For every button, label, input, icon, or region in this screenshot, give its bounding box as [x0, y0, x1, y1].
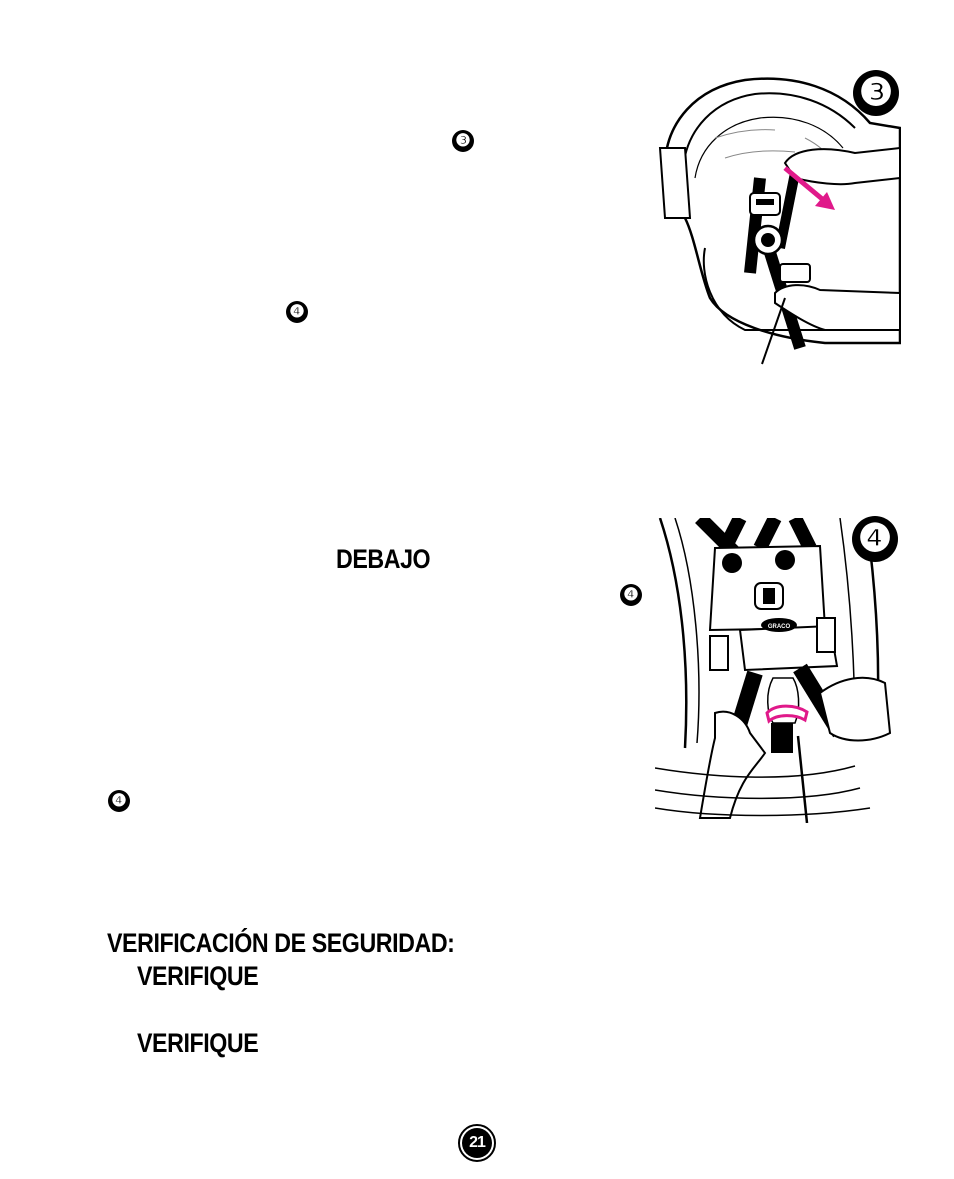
- page-number-badge: 21: [458, 1124, 496, 1162]
- step-4-marker: ❹: [286, 301, 308, 323]
- verify-heading-1: VERIFIQUE: [137, 961, 259, 991]
- step-4-marker-bottom: ❹: [108, 790, 130, 812]
- figure-4-badge: ❹: [852, 516, 898, 562]
- verify-heading-2: VERIFIQUE: [137, 1028, 259, 1058]
- debajo-heading: DEBAJO: [336, 544, 431, 574]
- page-number: 21: [462, 1128, 492, 1158]
- figure-3-badge: ❸: [853, 70, 899, 116]
- step-4-marker-figure-ref: ❹: [620, 584, 642, 606]
- figure-4-illustration: GRACO: [655, 518, 895, 823]
- safety-check-heading: VERIFICACIÓN DE SEGURIDAD:: [107, 928, 455, 958]
- figure-3-illustration: [655, 68, 901, 368]
- graco-logo-text: GRACO: [768, 624, 791, 630]
- step-3-marker: ❸: [452, 130, 474, 152]
